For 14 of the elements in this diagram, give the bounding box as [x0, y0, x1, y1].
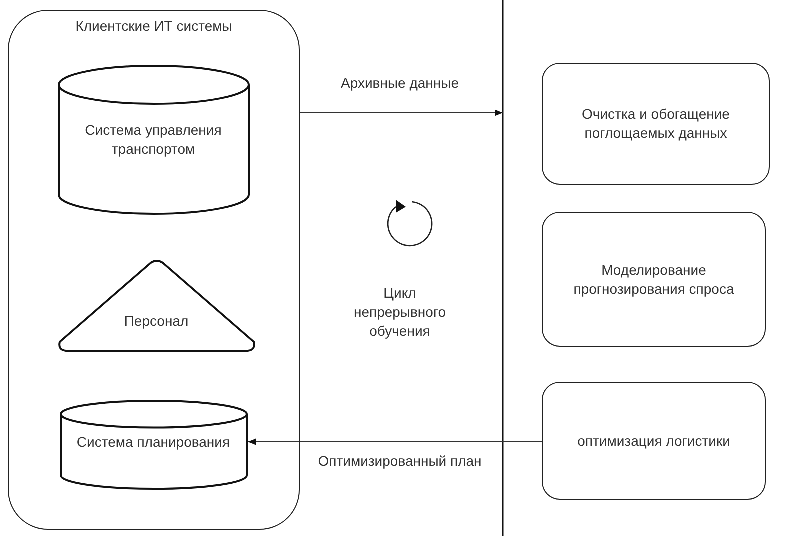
group-panel	[8, 10, 300, 530]
cycle-label: Цикл непрерывного обучения	[352, 284, 448, 341]
panel-title: Клиентские ИТ системы	[76, 18, 232, 34]
node-label: Персонал	[124, 312, 189, 328]
node-label: Моделирование прогнозирования спроса	[572, 260, 736, 298]
arrow	[300, 110, 504, 116]
arrow	[248, 438, 542, 446]
node-label: Очистка и обогащение поглощаемых данных	[581, 105, 731, 143]
process-box	[542, 382, 766, 500]
node-label: Система планирования	[76, 434, 230, 450]
process-box	[542, 63, 770, 185]
node-label: оптимизация логистики	[576, 432, 732, 450]
node-label: Система управления транспортом	[85, 122, 222, 157]
process-box	[542, 212, 766, 347]
